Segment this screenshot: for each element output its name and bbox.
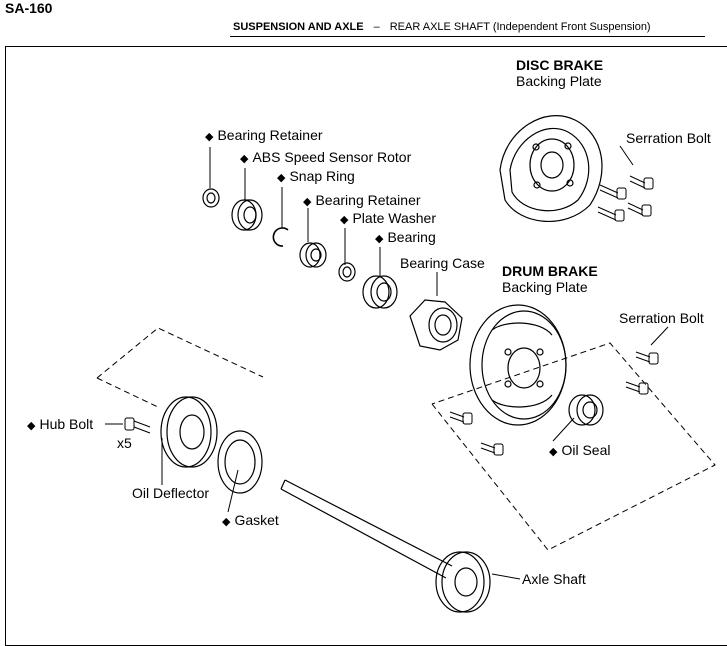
label-disc-brake-title: DISC BRAKE (516, 57, 604, 73)
label-text: Oil Seal (561, 442, 611, 458)
serration-bolts-disc (597, 175, 654, 222)
snap-ring-part (272, 227, 289, 247)
drum-brake-backing-plate-part (469, 304, 567, 426)
bearing-retainer-outer-part (202, 188, 220, 208)
label-axle-shaft: Axle Shaft (522, 571, 586, 587)
disc-brake-backing-plate-part (499, 115, 603, 223)
marker-icon: ◆ (240, 153, 249, 165)
abs-rotor-part (231, 199, 263, 231)
label-hub-bolt-qty: x5 (117, 435, 132, 451)
label-bearing-retainer-outer: ◆Bearing Retainer (205, 127, 323, 145)
page-header: SUSPENSION AND AXLE–REAR AXLE SHAFT (Ind… (233, 21, 651, 33)
serration-bolts-drum (449, 351, 659, 456)
marker-icon: ◆ (277, 172, 286, 184)
label-text: Gasket (234, 512, 279, 528)
page-number: SA-160 (5, 0, 53, 16)
label-abs-speed-sensor-rotor: ◆ABS Speed Sensor Rotor (240, 149, 411, 167)
label-snap-ring: ◆Snap Ring (277, 168, 355, 186)
label-text: Snap Ring (289, 168, 355, 184)
label-text: Bearing Retainer (315, 192, 421, 208)
label-bearing-retainer-inner: ◆Bearing Retainer (303, 192, 421, 210)
subsection-title: REAR AXLE SHAFT (Independent Front Suspe… (389, 21, 651, 33)
axle-shaft-part (280, 479, 491, 613)
label-plate-washer: ◆Plate Washer (340, 210, 436, 228)
header-separator: – (373, 21, 380, 33)
hub-bolt-part (124, 417, 151, 434)
label-serration-bolt-drum: Serration Bolt (619, 310, 704, 326)
gasket-part (217, 430, 263, 494)
label-text: ABS Speed Sensor Rotor (252, 149, 412, 165)
label-text: Plate Washer (352, 210, 436, 226)
label-oil-seal: ◆Oil Seal (549, 442, 611, 460)
label-bearing-case: Bearing Case (400, 255, 485, 271)
section-title: SUSPENSION AND AXLE (233, 21, 364, 33)
marker-icon: ◆ (340, 214, 349, 226)
marker-icon: ◆ (303, 196, 312, 208)
oil-deflector-part (160, 396, 218, 468)
marker-icon: ◆ (27, 420, 36, 432)
exploded-view-drawing (96, 115, 716, 613)
label-hub-bolt: ◆Hub Bolt (27, 416, 93, 434)
label-text: Bearing Retainer (217, 127, 323, 143)
label-text: Bearing (387, 229, 436, 245)
bearing-retainer-inner-part (299, 242, 327, 268)
marker-icon: ◆ (222, 516, 231, 528)
assembly-dashed-lines (96, 327, 716, 551)
label-bearing: ◆Bearing (375, 229, 436, 247)
label-serration-bolt-disc: Serration Bolt (626, 130, 711, 146)
marker-icon: ◆ (549, 446, 558, 458)
header-rule (230, 36, 705, 37)
plate-washer-part (338, 262, 356, 282)
bearing-case-part (409, 299, 463, 351)
label-drum-brake-subtitle: Backing Plate (502, 279, 588, 295)
label-gasket: ◆Gasket (222, 512, 279, 530)
bearing-part (362, 275, 398, 309)
label-text: Hub Bolt (39, 416, 94, 432)
oil-seal-part (568, 394, 604, 426)
marker-icon: ◆ (205, 131, 214, 143)
label-disc-brake-subtitle: Backing Plate (516, 73, 602, 89)
label-oil-deflector: Oil Deflector (132, 485, 210, 501)
label-drum-brake-title: DRUM BRAKE (502, 263, 598, 279)
marker-icon: ◆ (375, 233, 384, 245)
